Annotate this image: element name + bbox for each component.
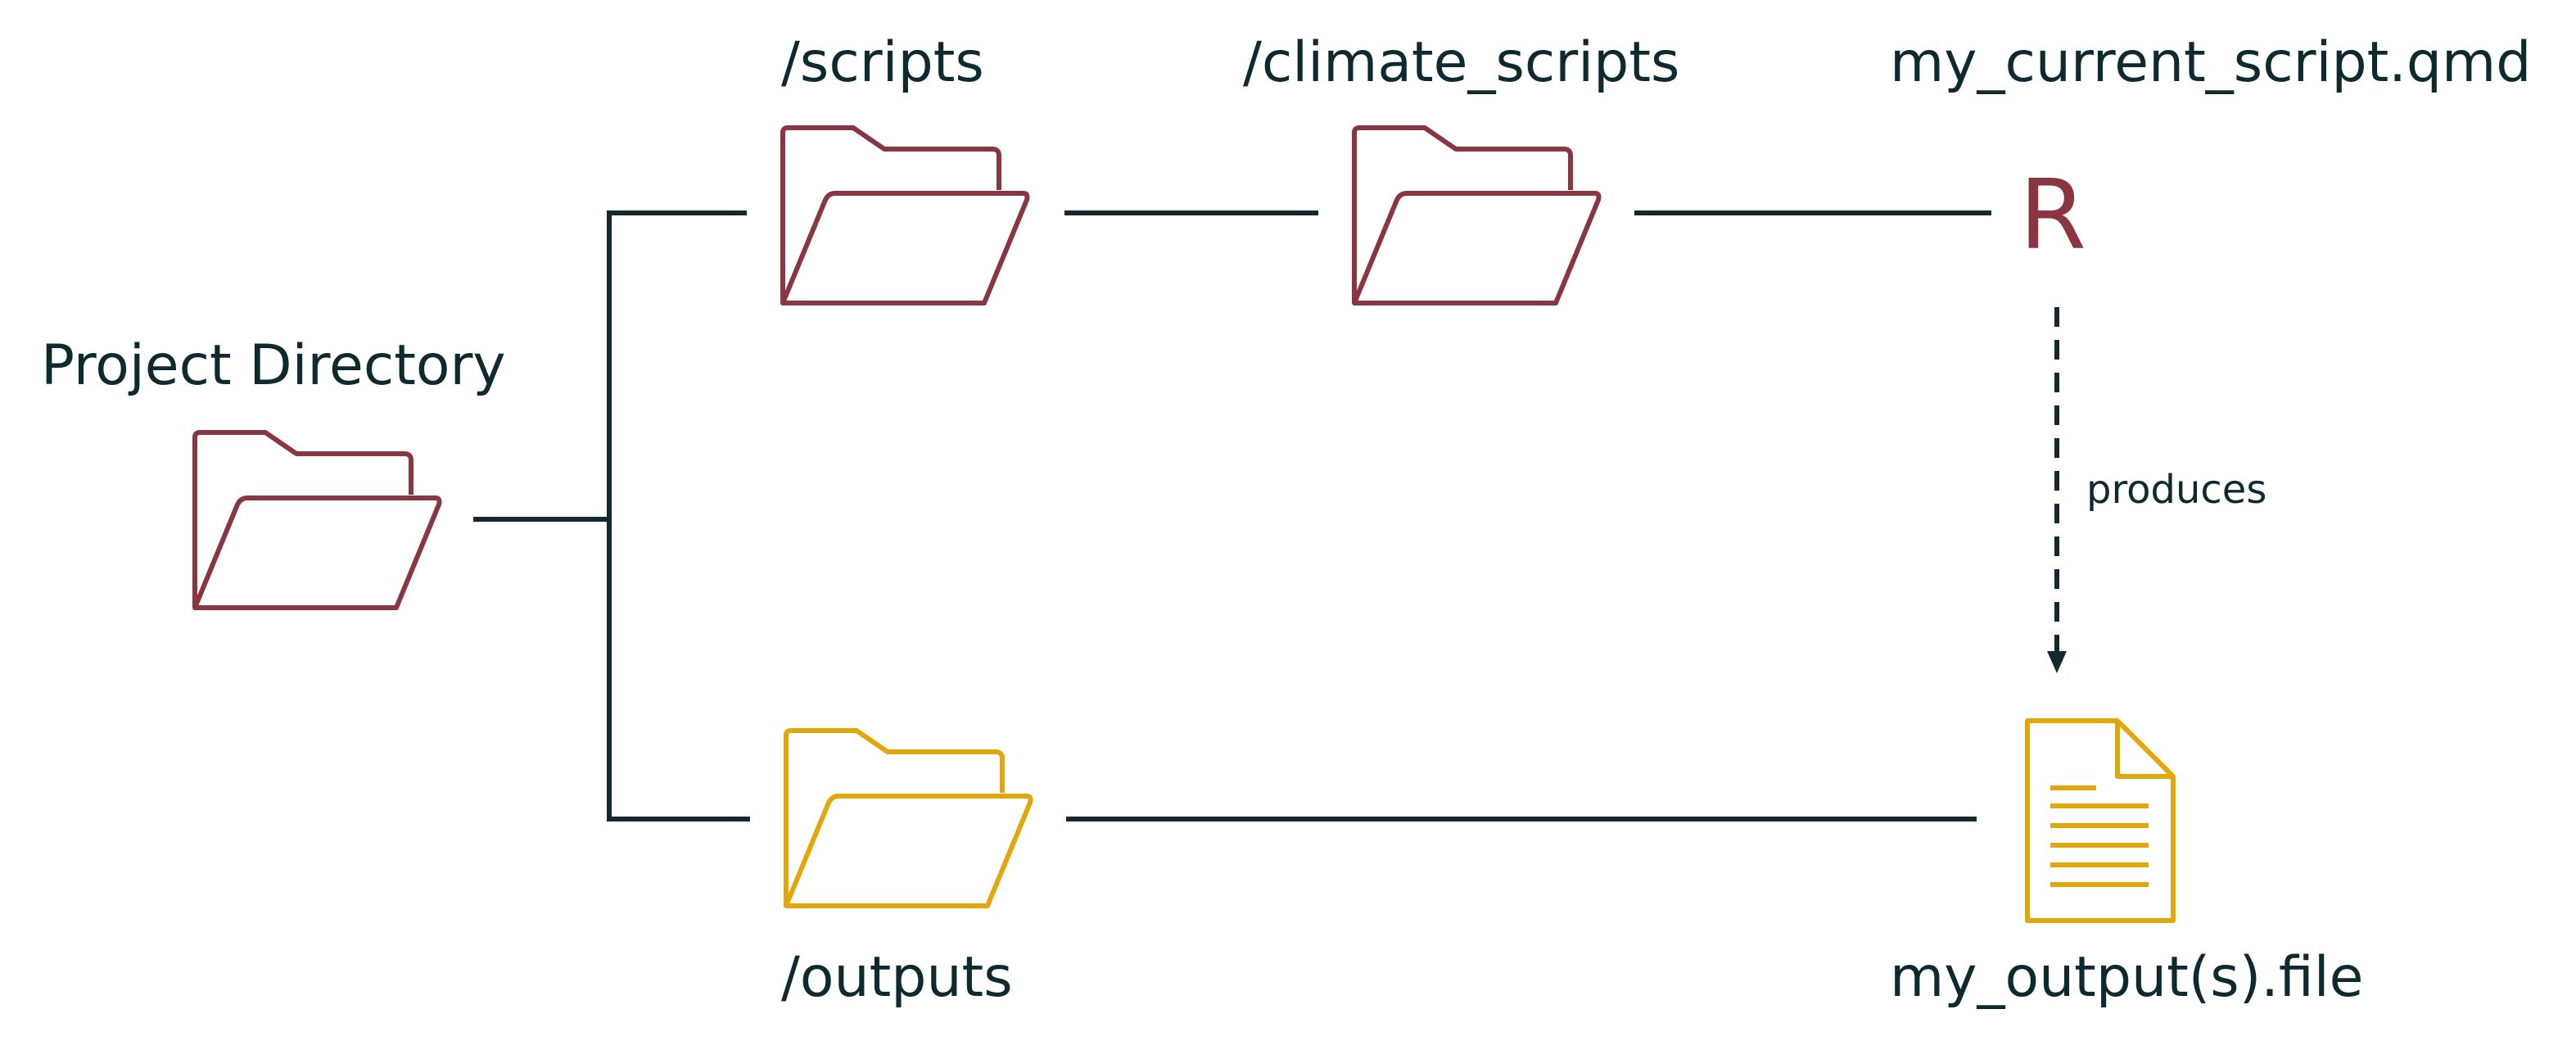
outputs-folder-icon [784, 728, 1033, 908]
project-directory-label: Project Directory [41, 333, 506, 398]
current-script-label: my_current_script.qmd [1890, 30, 2532, 95]
output-file-document-icon [2025, 718, 2176, 923]
project-folder-icon [192, 430, 442, 610]
produces-arrowhead [2047, 651, 2067, 673]
scripts-folder-icon [780, 125, 1030, 305]
climate-scripts-folder-label: /climate_scripts [1243, 30, 1680, 95]
outputs-folder-label: /outputs [781, 945, 1013, 1010]
r-language-icon: R [2019, 158, 2086, 271]
climate-scripts-folder-icon [1352, 125, 1602, 305]
produces-label: produces [2086, 467, 2267, 513]
output-file-label: my_output(s).file [1890, 945, 2364, 1010]
scripts-folder-label: /scripts [781, 30, 984, 95]
connector-lines [473, 210, 1991, 821]
